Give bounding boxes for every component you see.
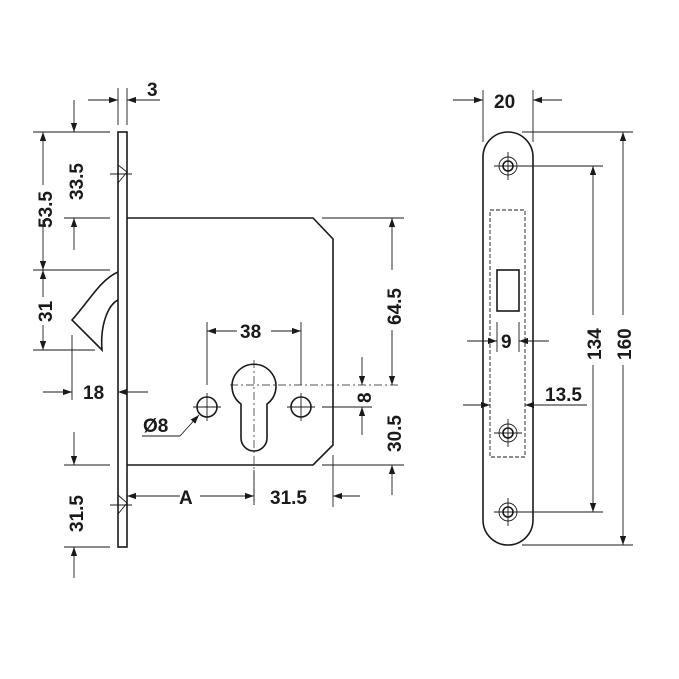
dim-diameter: Ø8 xyxy=(142,414,200,437)
dim-label: 31.5 xyxy=(67,495,88,532)
dim-right-vertical: 64.5 8 30.5 xyxy=(322,217,406,495)
dim-label: 3 xyxy=(147,80,158,101)
dim-9: 9 xyxy=(467,322,549,353)
dim-label: 31.5 xyxy=(270,488,307,509)
dim-label: 20 xyxy=(494,92,515,113)
screw-hole-top xyxy=(494,152,522,180)
dim-label: 53.5 xyxy=(36,191,57,228)
dim-3: 3 xyxy=(88,80,160,125)
dim-38: 38 xyxy=(206,322,302,385)
latch-opening xyxy=(496,269,520,312)
countersink-top xyxy=(110,164,132,184)
faceplate-side xyxy=(117,131,128,548)
cylinder-profile xyxy=(230,360,400,505)
countersink-bottom xyxy=(110,494,132,515)
lock-body xyxy=(127,217,334,466)
latch-bolt xyxy=(70,271,119,353)
dim-label: 31 xyxy=(36,300,57,322)
dim-20: 20 xyxy=(453,90,562,142)
dim-134-160: 134 160 xyxy=(522,131,636,546)
dim-bottom: A 31.5 xyxy=(127,455,360,509)
dim-label: 134 xyxy=(585,328,606,360)
dim-18: 18 xyxy=(43,335,148,404)
front-view: 20 9 13.5 134 160 xyxy=(453,90,636,546)
dim-label: Ø8 xyxy=(143,416,168,437)
dim-label: 160 xyxy=(615,328,636,360)
screw-hole-bottom xyxy=(494,498,522,526)
dim-label: 64.5 xyxy=(385,288,406,325)
dim-label: 33.5 xyxy=(67,163,88,200)
dim-label: 13.5 xyxy=(545,385,582,406)
screw-hole-right xyxy=(287,393,315,421)
dim-13-5: 13.5 xyxy=(463,385,587,409)
dim-label: 9 xyxy=(501,332,512,353)
dim-label: A xyxy=(179,488,193,509)
screw-hole-left xyxy=(193,393,221,421)
screw-hole-middle xyxy=(494,419,522,447)
dim-label: 30.5 xyxy=(385,415,406,452)
dim-label: 8 xyxy=(355,392,376,403)
side-view: 3 53.5 33.5 31 31.5 18 xyxy=(33,80,406,578)
dim-label: 18 xyxy=(83,383,104,404)
faceplate-front xyxy=(482,131,534,546)
body-outline-hidden xyxy=(489,209,526,458)
dim-label: 38 xyxy=(240,322,261,343)
dim-vertical-left: 53.5 33.5 31 31.5 xyxy=(33,100,110,578)
